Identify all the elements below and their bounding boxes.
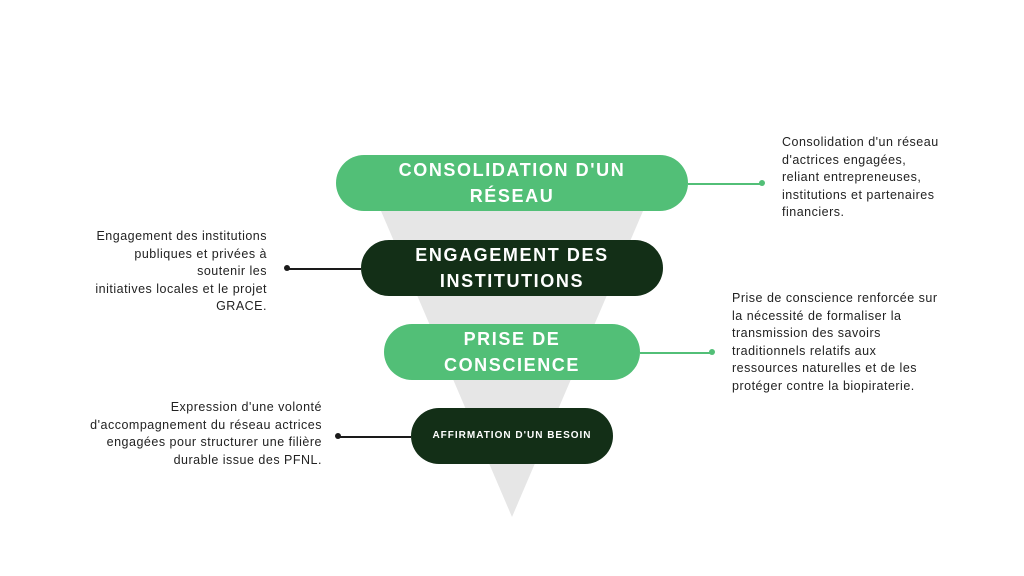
description-line: d'actrices engagées,	[782, 152, 907, 167]
stage-affirmation-pill: AFFIRMATION D'UN BESOIN	[411, 408, 613, 464]
description-line: Prise de conscience renforcée sur	[732, 291, 938, 305]
description-line: la nécessité de formaliser la	[732, 308, 902, 323]
description-line: ressources naturelles et de les	[732, 361, 918, 376]
description-line: GRACE.	[216, 299, 267, 314]
description-line: durable issue des PFNL.	[173, 452, 322, 467]
connector-line	[338, 436, 411, 438]
description-line: d'accompagnement du réseau actrices	[90, 417, 322, 432]
connector-dot	[335, 433, 341, 439]
connector-dot	[284, 265, 290, 271]
connector-line	[688, 183, 762, 185]
stage-title-line: RÉSEAU	[469, 186, 555, 206]
description-line: Expression d'une volonté	[170, 400, 322, 414]
description-line: reliant entrepreneuses,	[782, 170, 922, 185]
stage-prise-de-conscience-description: Prise de conscience renforcée sur la néc…	[732, 290, 937, 396]
connector-line	[287, 268, 361, 270]
stage-title-line: CONSCIENCE	[443, 355, 580, 375]
stage-affirmation-description: Expression d'une volonté d'accompagnemen…	[90, 399, 322, 469]
connector-dot	[709, 349, 715, 355]
stage-title-line: ENGAGEMENT DES	[415, 245, 609, 265]
description-line: institutions et partenaires	[782, 187, 935, 202]
stage-engagement-description: Engagement des institutions publiques et…	[95, 228, 267, 316]
stage-title-line: AFFIRMATION D'UN BESOIN	[432, 430, 592, 441]
stage-title-line: CONSOLIDATION D'UN	[398, 160, 626, 180]
stage-consolidation-pill: CONSOLIDATION D'UN RÉSEAU	[336, 155, 688, 211]
stage-consolidation-description: Consolidation d'un réseau d'actrices eng…	[782, 134, 939, 222]
description-line: protéger contre la biopiraterie.	[732, 378, 915, 393]
stage-title-line: PRISE DE	[463, 329, 561, 349]
description-line: transmission des savoirs	[732, 326, 881, 341]
description-line: financiers.	[782, 205, 845, 220]
description-line: publiques et privées à	[134, 246, 267, 261]
connector-dot	[759, 180, 765, 186]
description-line: Engagement des institutions	[96, 229, 267, 243]
description-line: engagées pour structurer une filière	[106, 435, 322, 450]
stage-title-line: INSTITUTIONS	[439, 271, 585, 291]
description-line: initiatives locales et le projet	[95, 281, 267, 296]
stage-engagement-pill: ENGAGEMENT DES INSTITUTIONS	[361, 240, 663, 296]
description-line: traditionnels relatifs aux	[732, 343, 877, 358]
description-line: soutenir les	[197, 264, 267, 279]
connector-line	[640, 352, 712, 354]
stage-prise-de-conscience-pill: PRISE DE CONSCIENCE	[384, 324, 640, 380]
description-line: Consolidation d'un réseau	[782, 135, 939, 149]
